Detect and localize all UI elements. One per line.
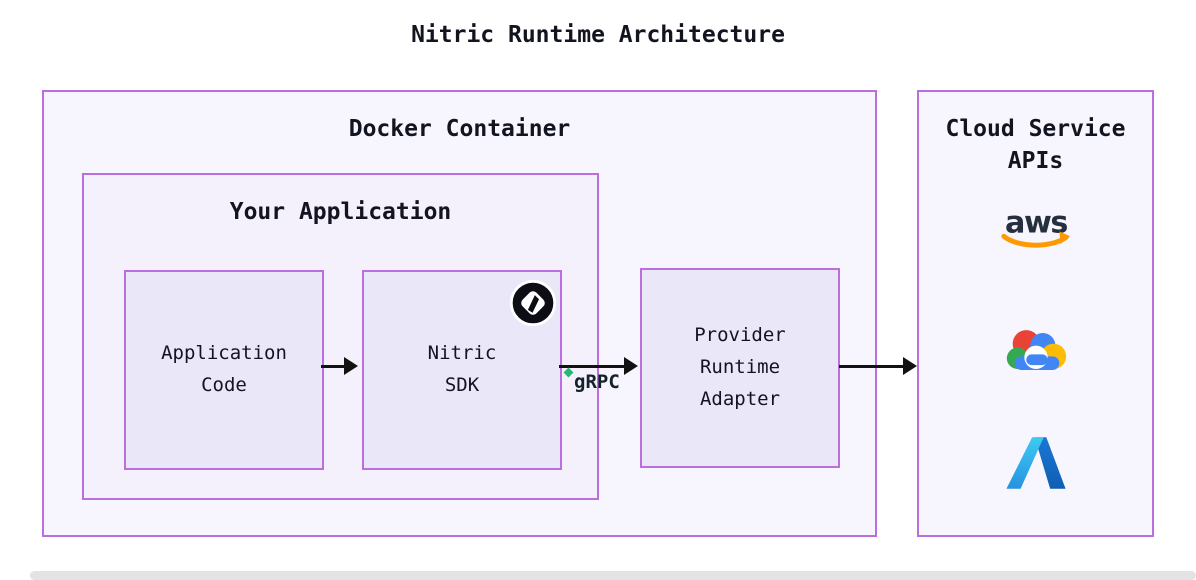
application-code-label: Application Code bbox=[161, 342, 287, 396]
grpc-label-group: gRPC bbox=[563, 367, 620, 393]
diagram-title: Nitric Runtime Architecture bbox=[411, 22, 785, 48]
provider-runtime-adapter-label: Provider Runtime Adapter bbox=[694, 324, 786, 410]
google-cloud-logo bbox=[1001, 325, 1071, 378]
arrow-head-icon bbox=[903, 357, 917, 375]
aws-logo: aws bbox=[997, 204, 1075, 253]
docker-container-box: Docker Container Your Application Applic… bbox=[42, 90, 877, 537]
grpc-label: gRPC bbox=[574, 371, 620, 393]
arrow-shaft bbox=[559, 364, 624, 368]
arrow-shaft bbox=[321, 364, 344, 368]
cloud-service-apis-label: Cloud Service APIs bbox=[945, 116, 1126, 175]
cloud-service-apis-box: Cloud Service APIs aws bbox=[917, 90, 1154, 537]
aws-wordmark: aws bbox=[1005, 205, 1067, 240]
arrow-adapter-to-cloud bbox=[839, 357, 917, 375]
your-application-label: Your Application bbox=[229, 199, 452, 225]
arrow-head-icon bbox=[624, 357, 638, 375]
arrow-sdk-to-adapter bbox=[559, 357, 638, 375]
docker-container-label: Docker Container bbox=[348, 116, 571, 142]
nitric-sdk-node: Nitric SDK bbox=[362, 270, 562, 470]
application-code-node: Application Code bbox=[124, 270, 324, 470]
arrow-code-to-sdk bbox=[321, 357, 358, 375]
nitric-sdk-label: Nitric SDK bbox=[427, 342, 497, 396]
provider-runtime-adapter-node: Provider Runtime Adapter bbox=[640, 268, 840, 468]
azure-logo bbox=[1005, 436, 1067, 490]
arrow-shaft bbox=[839, 364, 903, 368]
your-application-box: Your Application Application Code Nitric… bbox=[82, 173, 599, 500]
horizontal-scrollbar[interactable] bbox=[30, 571, 1196, 580]
arrow-head-icon bbox=[344, 357, 358, 375]
nitric-logo-icon bbox=[509, 279, 557, 327]
